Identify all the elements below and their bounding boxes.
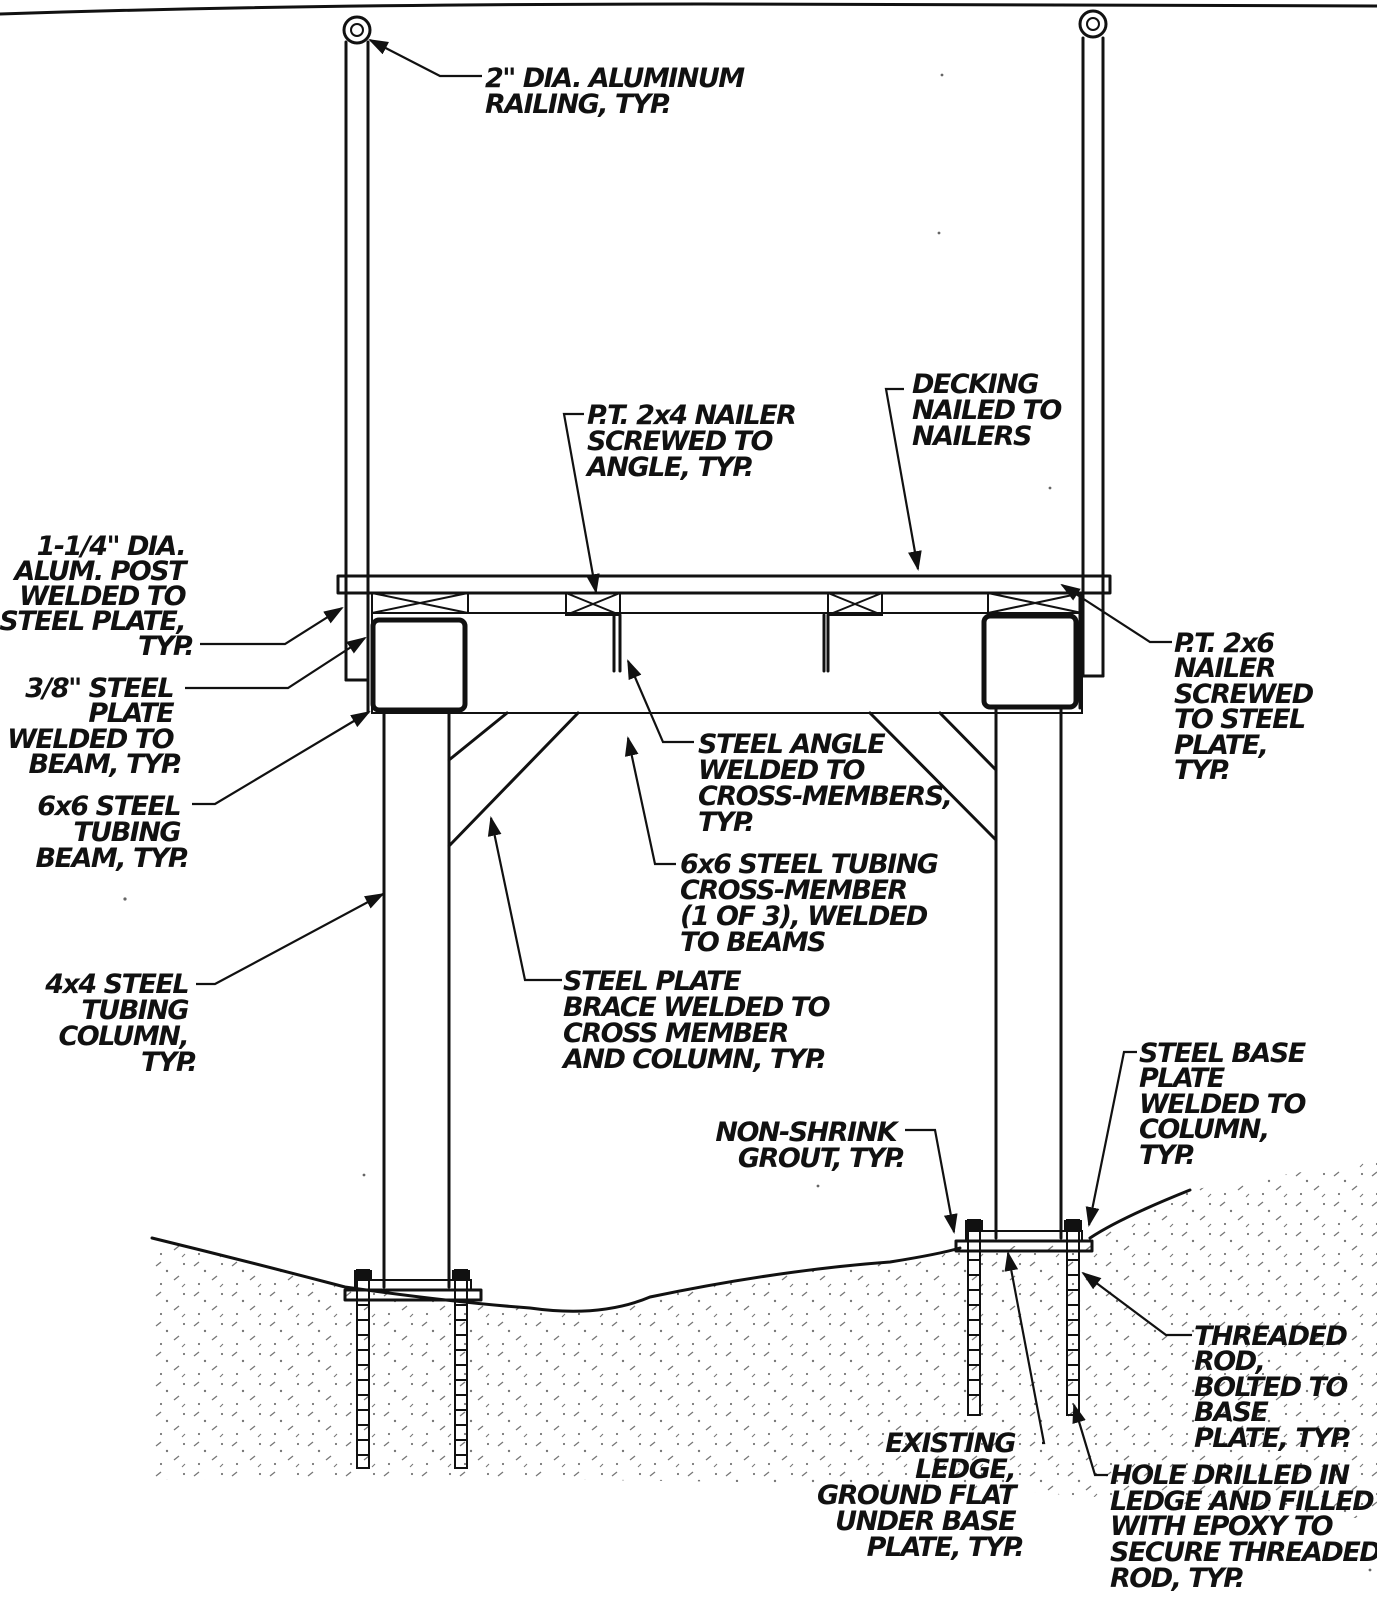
nailer-2x6-left [371,592,469,614]
nailer-2x4-2 [827,592,883,616]
brace-right [868,711,998,842]
note-existing-ledge: EXISTING LEDGE, GROUND FLAT UNDER BASE P… [817,1428,1023,1563]
steel-angle-2 [822,613,830,673]
note-steel-plate: 3/8" STEEL PLATE WELDED TO BEAM, TYP. [7,673,181,780]
note-cross-member: 6x6 STEEL TUBING CROSS-MEMBER (1 OF 3), … [680,849,945,958]
note-beam: 6x6 STEEL TUBING BEAM, TYP. [36,791,189,874]
note-brace: STEEL PLATE BRACE WELDED TO CROSS MEMBER… [561,966,837,1075]
beam-right [981,613,1079,710]
drawing-specks [123,73,1372,1572]
brace-left [447,711,580,848]
note-nailer-2x6: P.T. 2x6 NAILER SCREWED TO STEEL PLATE, … [1174,628,1321,786]
note-grout: NON-SHRINK GROUT, TYP. [715,1117,904,1174]
base-plate-left [343,1279,483,1302]
column-left [382,710,451,1289]
note-decking: DECKING NAILED TO NAILERS [912,369,1069,452]
railing-post-right [1078,9,1108,678]
note-post: 1-1/4" DIA. ALUM. POST WELDED TO STEEL P… [0,531,193,662]
note-threaded-rod: THREADED ROD, BOLTED TO BASE PLATE, TYP. [1194,1321,1355,1454]
leader-lines [185,39,1192,1477]
steel-angle-1 [612,613,622,673]
ledge-ground-line [150,1188,1192,1313]
cross-member [371,612,1083,714]
note-nailer-2x4: P.T. 2x4 NAILER SCREWED TO ANGLE, TYP. [585,400,803,483]
decking-board [336,574,1112,595]
beam-left [370,617,468,713]
note-column: 4x4 STEEL TUBING COLUMN, TYP. [44,969,196,1078]
nailer-2x4-1 [565,592,621,616]
railing-post-left [342,15,372,682]
threaded-rods [354,1219,1082,1469]
nailer-2x6-right [987,592,1083,614]
sheet-border-line [0,2,1377,16]
column-right [994,706,1063,1240]
note-steel-angle: STEEL ANGLE WELDED TO CROSS-MEMBERS, TYP… [698,729,959,838]
note-railing: 2" DIA. ALUMINUM RAILING, TYP. [485,63,752,120]
note-drilled-hole: HOLE DRILLED IN LEDGE AND FILLED WITH EP… [1110,1460,1377,1594]
base-plate-right [954,1230,1094,1253]
note-base-plate: STEEL BASE PLATE WELDED TO COLUMN, TYP. [1139,1038,1313,1171]
